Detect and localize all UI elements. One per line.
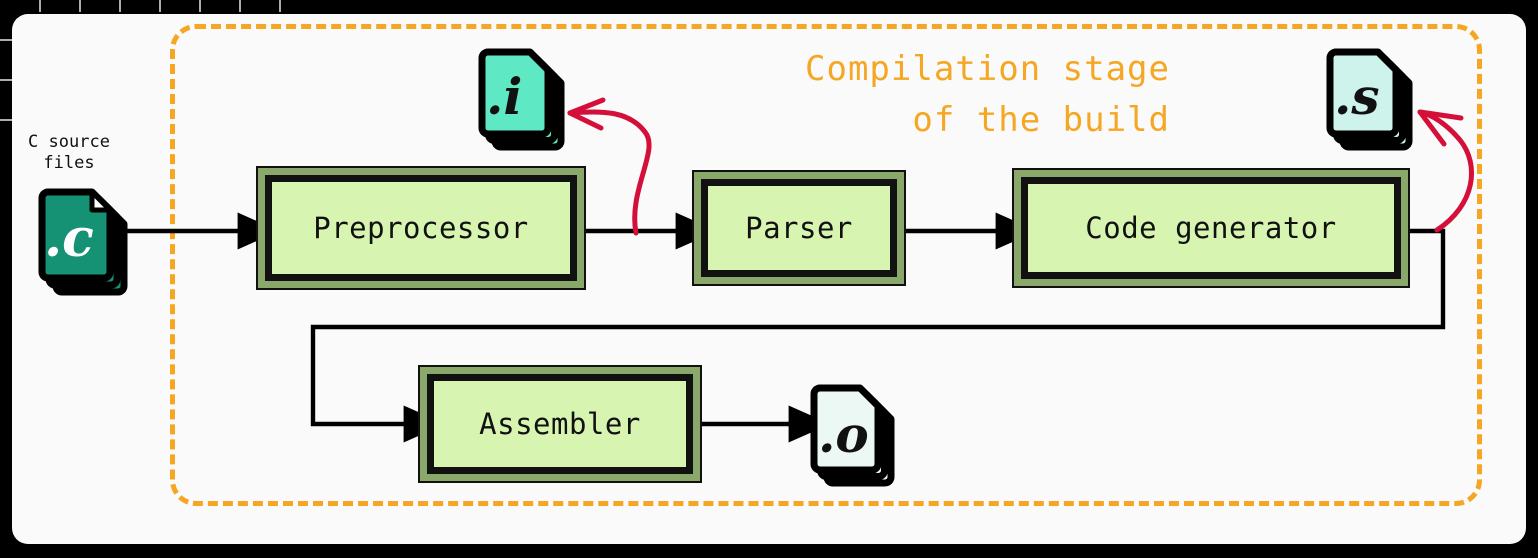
- stage-box-inner: Assembler: [427, 374, 693, 474]
- stage-label-preprocessor: Preprocessor: [313, 211, 529, 245]
- annotation-arrowhead-to-s-bottom: [1417, 109, 1447, 147]
- file-ext-i: .i: [486, 67, 522, 126]
- stage-label-parser: Parser: [745, 211, 853, 245]
- stage-box-inner: Parser: [701, 179, 897, 277]
- file-stack-s[interactable]: .s: [1318, 32, 1418, 151]
- file-ext-s: .s: [1334, 67, 1380, 126]
- file-stack-i[interactable]: .i: [470, 32, 570, 151]
- stage-label-code-generator: Code generator: [1085, 211, 1337, 245]
- stage-box-inner: Code generator: [1021, 177, 1401, 279]
- group-title-line1: Compilation stage: [805, 49, 1170, 89]
- file-ext-c: .c: [44, 208, 94, 269]
- file-stack-c[interactable]: .c: [28, 168, 134, 296]
- stage-box-code-generator[interactable]: Code generator: [1012, 168, 1410, 288]
- annotation-arrowhead-to-s-top: [1417, 109, 1464, 121]
- group-title-line2: of the build: [912, 100, 1170, 140]
- annotation-arrowhead-to-i-top: [567, 97, 606, 116]
- stage-box-assembler[interactable]: Assembler: [418, 365, 702, 483]
- stage-box-parser[interactable]: Parser: [692, 170, 906, 286]
- annotation-arrow-to-s: [1417, 109, 1475, 233]
- stage-box-preprocessor[interactable]: Preprocessor: [256, 166, 586, 290]
- compilation-stage-group: [170, 24, 1482, 506]
- group-title: Compilation stage of the build: [600, 44, 1170, 146]
- file-stack-o[interactable]: .o: [806, 372, 906, 487]
- stage-label-assembler: Assembler: [479, 407, 641, 441]
- annotation-arrowhead-to-i-bottom: [567, 110, 604, 131]
- file-ext-o: .o: [818, 405, 869, 464]
- stage-box-inner: Preprocessor: [265, 175, 577, 281]
- annotation-arrow-to-i: [567, 109, 652, 236]
